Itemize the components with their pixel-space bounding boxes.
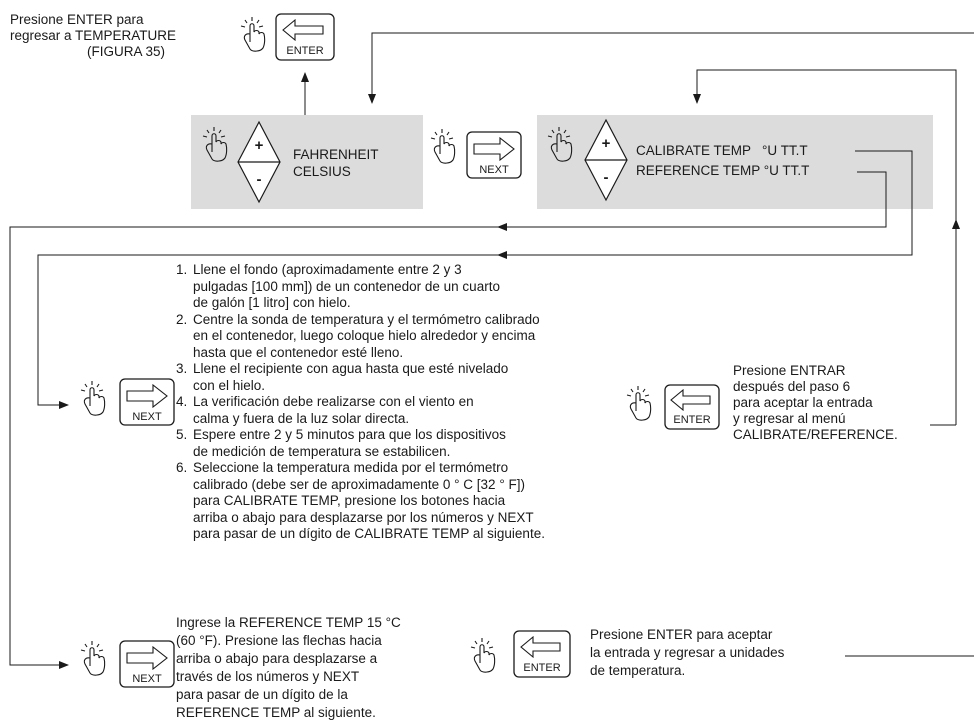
enter-key-icon[interactable]: ENTER — [275, 13, 335, 61]
step-text-line: Seleccione la temperatura medida por el … — [193, 460, 509, 475]
enter-key-label: ENTER — [673, 414, 710, 426]
reference-temp-line: REFERENCE TEMP °U TT.T — [636, 163, 810, 178]
reference-note-line-5: para pasar de un dígito de la — [176, 687, 348, 702]
enter-note-line-3: para aceptar la entrada — [733, 395, 873, 410]
step-text-line: Espere entre 2 y 5 minutos para que los … — [193, 427, 506, 442]
calibration-step: 2. Centre la sonda de temperatura y el te… — [176, 312, 545, 362]
hand-press-icon — [547, 127, 573, 162]
calibration-step: 6. Seleccione la temperatura medida por e… — [176, 460, 545, 543]
hand-press-icon — [430, 129, 456, 164]
calibration-step: 1. Llene el fondo (aproximadamente entre … — [176, 262, 545, 312]
calibration-step: 5. Espere entre 2 y 5 minutos para que lo… — [176, 427, 545, 460]
top-note-line-2: regresar a TEMPERATURE — [10, 28, 177, 43]
step-text-line: pulgadas [100 mm]) de un contenedor de u… — [193, 278, 500, 294]
calibration-steps-list: 1. Llene el fondo (aproximadamente entre … — [176, 262, 545, 543]
calibrate-branch-left — [37, 254, 498, 409]
calibration-step: 4. La verificación debe realizarse con el… — [176, 394, 545, 427]
plus-sign: + — [255, 137, 264, 154]
step-number: 5. — [176, 427, 188, 442]
reference-note-line-3: arriba o abajo para desplazarse a — [176, 651, 378, 666]
reference-note-line-4: través de los números y NEXT — [176, 669, 360, 684]
calibration-step: 3. Llene el recipiente con agua hasta que… — [176, 361, 545, 394]
accept-note-line-3: de temperatura. — [590, 663, 686, 678]
hand-press-icon — [80, 381, 106, 416]
next-key-icon[interactable]: NEXT — [119, 640, 175, 688]
hand-press-icon — [202, 127, 228, 162]
hand-press-icon — [80, 641, 106, 676]
fahrenheit-option: FAHRENHEIT — [293, 147, 379, 162]
step-text-line: calibrado (debe ser de aproximadamente 0… — [193, 476, 525, 492]
next-key-label: NEXT — [132, 411, 162, 423]
reference-branch-left — [9, 226, 498, 669]
reference-note-line-2: (60 °F). Presione las flechas hacia — [176, 633, 382, 648]
top-note-line-1: Presione ENTER para — [10, 12, 144, 27]
step-text-line: Llene el recipiente con agua hasta que e… — [193, 361, 509, 376]
enter-note-line-1: Presione ENTRAR — [733, 363, 846, 378]
hand-press-icon — [470, 638, 496, 673]
step-text-line: arriba o abajo para desplazarse por los … — [193, 509, 534, 525]
enter-note-line-4: y regresar al menú — [733, 411, 846, 426]
minus-sign: - — [604, 169, 609, 186]
enter-key-icon[interactable]: ENTER — [513, 630, 571, 678]
step-number: 1. — [176, 262, 188, 277]
step-text-line: hasta que el contenedor esté lleno. — [193, 344, 404, 360]
next-key-icon[interactable]: NEXT — [119, 378, 175, 426]
next-key-label: NEXT — [132, 673, 162, 685]
enter-key-icon[interactable]: ENTER — [664, 384, 720, 430]
celsius-option: CELSIUS — [293, 164, 351, 179]
step-number: 2. — [176, 311, 188, 327]
enter-key-label: ENTER — [286, 45, 323, 57]
step-text-line: calma y fuera de la luz solar directa. — [193, 410, 410, 426]
step-text-line: Llene el fondo (aproximadamente entre 2 … — [193, 262, 462, 277]
step-number: 3. — [176, 361, 188, 376]
next-key-label: NEXT — [479, 164, 509, 176]
step-text-line: de galón [1 litro] con hielo. — [193, 295, 351, 310]
reference-branch — [497, 171, 887, 231]
step-number: 6. — [176, 460, 188, 475]
calibrate-temp-line: CALIBRATE TEMP °U TT.T — [636, 143, 808, 158]
step-text-line: de medición de temperatura se estabilice… — [193, 443, 451, 459]
unit-display-panel — [191, 115, 423, 209]
enter-note-line-5: CALIBRATE/REFERENCE. — [733, 427, 898, 442]
arrow-return-to-unit-panel — [368, 32, 974, 104]
step-text-line: Centre la sonda de temperatura y el term… — [193, 311, 540, 327]
up-down-diamond-icon[interactable]: + - — [236, 120, 282, 204]
reference-note-line-1: Ingrese la REFERENCE TEMP 15 °C — [176, 615, 401, 630]
step-text-line: con el hielo. — [193, 377, 266, 393]
minus-sign: - — [257, 171, 262, 188]
step-number: 4. — [176, 394, 188, 409]
accept-note-line-1: Presione ENTER para aceptar — [590, 627, 773, 642]
calibrate-branch — [497, 150, 913, 259]
accept-note-line-2: la entrada y regresar a unidades — [590, 645, 785, 660]
step-text-line: en el contenedor, luego coloque hielo al… — [193, 328, 536, 343]
up-down-diamond-icon[interactable]: + - — [583, 118, 629, 202]
step-text-line: para CALIBRATE TEMP, presione los botone… — [193, 493, 506, 508]
enter-note-line-2: después del paso 6 — [733, 379, 851, 394]
top-note-line-3: (FIGURA 35) — [87, 44, 166, 59]
enter-key-label: ENTER — [523, 662, 560, 674]
reference-note-line-6: REFERENCE TEMP al siguiente. — [176, 705, 376, 720]
plus-sign: + — [602, 135, 611, 152]
step-text-line: La verificación debe realizarse con el v… — [193, 394, 474, 409]
hand-press-icon — [240, 17, 266, 52]
next-key-icon[interactable]: NEXT — [466, 131, 522, 179]
hand-press-icon — [626, 386, 652, 421]
step-text-line: para pasar de un dígito de CALIBRATE TEM… — [193, 526, 545, 541]
